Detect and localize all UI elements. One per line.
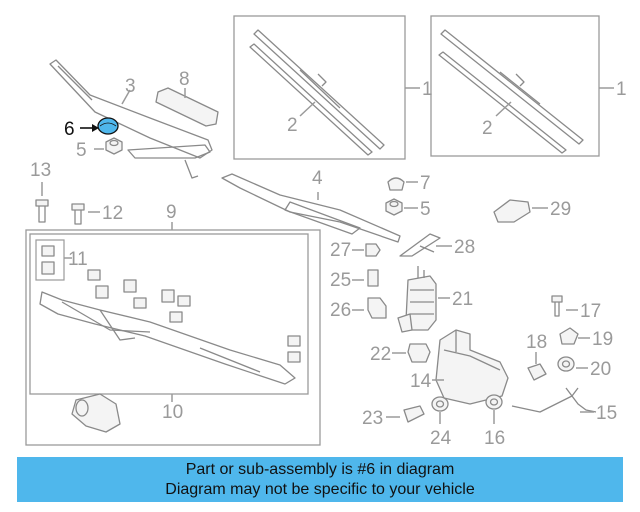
linkage-inner-box — [29, 233, 309, 395]
grommet-20: 20 — [557, 356, 611, 380]
wiper-blade-group-left: 1 2 — [233, 15, 433, 160]
callout-9: 9 — [166, 202, 177, 223]
grommet-24: 24 — [430, 396, 452, 449]
callout-10: 10 — [162, 402, 183, 423]
wiper-blade-box-left — [233, 15, 406, 160]
callout-3: 3 — [125, 76, 136, 97]
callout-4: 4 — [312, 168, 323, 189]
linkage-outer-box — [25, 229, 321, 446]
callout-5-right: 5 — [420, 199, 431, 220]
washer-hose-15: 15 — [511, 387, 617, 424]
callout-19: 19 — [592, 329, 613, 350]
nut-5-left: 5 — [76, 137, 123, 161]
callout-28: 28 — [454, 237, 475, 258]
callout-23: 23 — [362, 408, 383, 429]
callout-8: 8 — [179, 69, 190, 90]
callout-2-right: 2 — [482, 118, 493, 139]
wiper-blade-group-right: 1 2 — [430, 15, 627, 157]
plug-25: 25 — [330, 269, 379, 291]
washer-reservoir-14: 14 — [410, 329, 509, 405]
grommet-16: 16 — [484, 394, 505, 449]
parts-diagram: 1 2 1 2 3 8 6 — [25, 15, 627, 449]
callout-29: 29 — [550, 199, 571, 220]
bolt-12: 12 — [71, 203, 123, 225]
callout-27: 27 — [330, 240, 351, 261]
callout-25: 25 — [330, 270, 351, 291]
callout-26: 26 — [330, 300, 351, 321]
level-sensor-23: 23 — [362, 405, 425, 429]
linkage-assembly-9: 9 11 10 — [25, 202, 321, 446]
wiper-arm-3: 3 — [49, 59, 213, 179]
grommet-22: 22 — [370, 343, 431, 365]
clip-19: 19 — [559, 327, 613, 350]
callout-7: 7 — [420, 173, 431, 194]
connector-26: 26 — [330, 297, 387, 321]
callout-16: 16 — [484, 428, 505, 449]
callout-2-left: 2 — [287, 115, 298, 136]
cap-6-highlighted: 6 — [64, 117, 119, 140]
grommet-27: 27 — [330, 240, 381, 261]
arm-cover-8: 8 — [155, 69, 219, 127]
wiper-arm-4: 4 — [221, 168, 401, 243]
callout-5-left: 5 — [76, 140, 87, 161]
callout-11: 11 — [68, 249, 88, 270]
screw-17: 17 — [551, 295, 601, 322]
wiper-blade-box-right — [430, 15, 600, 157]
callout-13: 13 — [30, 160, 51, 181]
nut-5-right: 5 — [385, 198, 431, 220]
bracket-29: 29 — [493, 199, 571, 223]
bolt-13: 13 — [30, 160, 51, 223]
callout-24: 24 — [430, 428, 452, 449]
callout-14: 14 — [410, 371, 432, 392]
callout-6: 6 — [64, 119, 75, 140]
banner-line-1: Part or sub-assembly is #6 in diagram — [185, 460, 455, 478]
callout-1-left: 1 — [422, 79, 433, 100]
banner-line-2: Diagram may not be specific to your vehi… — [165, 480, 475, 498]
washer-pump-21: 21 — [397, 266, 473, 333]
callout-12: 12 — [102, 203, 123, 224]
callout-20: 20 — [590, 359, 611, 380]
callout-22: 22 — [370, 344, 391, 365]
callout-18: 18 — [526, 332, 547, 353]
nozzle-28: 28 — [399, 233, 475, 258]
info-banner: Part or sub-assembly is #6 in diagram Di… — [17, 457, 623, 502]
cap-7: 7 — [387, 173, 431, 194]
callout-1-right: 1 — [616, 79, 627, 100]
cap-6-shape — [97, 117, 119, 135]
clip-18: 18 — [526, 332, 547, 381]
grommet-box-11 — [35, 239, 65, 281]
callout-21: 21 — [452, 289, 473, 310]
callout-17: 17 — [580, 301, 601, 322]
callout-15: 15 — [596, 403, 617, 424]
